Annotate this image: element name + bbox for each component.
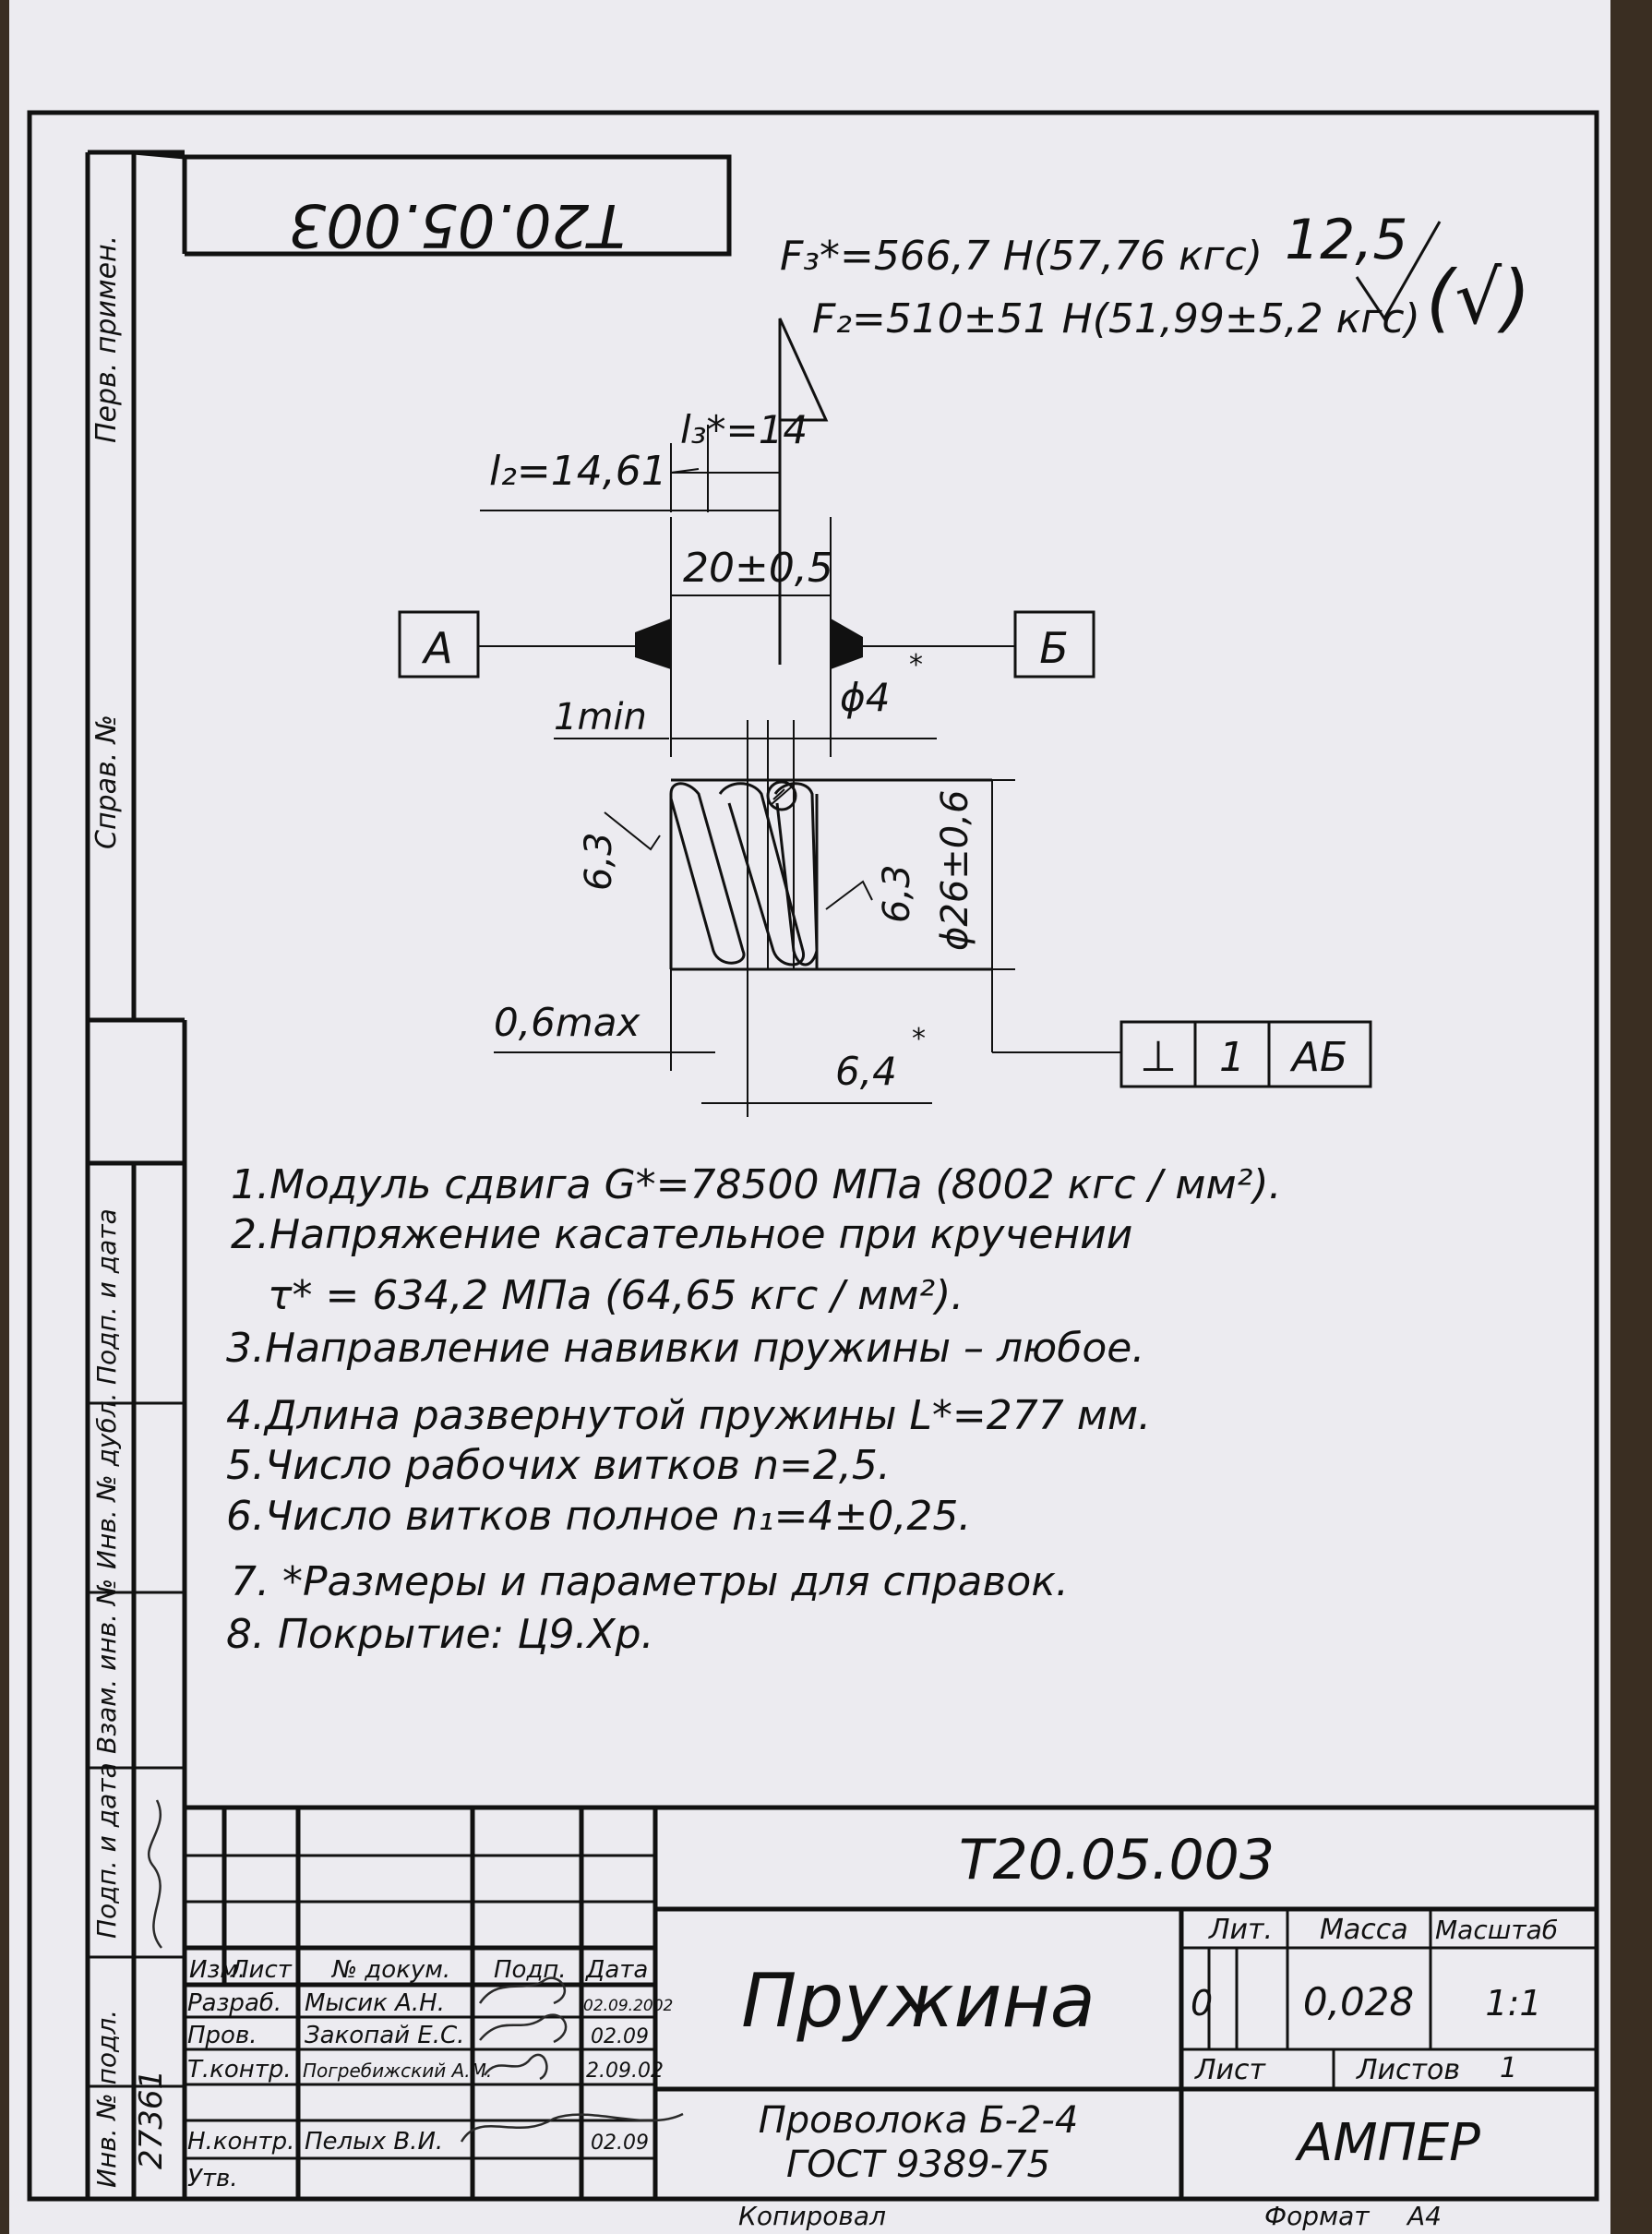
tb-part-name: Пружина (741, 1958, 1095, 2044)
roughness-general-mark: (√) (1426, 255, 1530, 341)
inv-handwritten-number: 27361 (133, 2070, 170, 2169)
tb-row-name-4: Пелых В.И. (305, 2128, 443, 2156)
tb-lit-value: 0 (1191, 1983, 1213, 2024)
rotated-designation-text: T20.05.003 (289, 190, 626, 258)
note-5: 5.Число рабочих витков n=2,5. (226, 1442, 891, 1489)
note-8: 8. Покрытие: Ц9.Хр. (226, 1611, 654, 1658)
force-f3: F₃*=566,7 Н(57,76 кгс) (780, 233, 1263, 280)
tb-sheet-label: Лист (1194, 2054, 1267, 2086)
datum-b-label: Б (1039, 623, 1069, 673)
tb-row-date-2: 2.09.02 (586, 2060, 664, 2083)
paper (9, 0, 1615, 2234)
tb-designation: T20.05.003 (959, 1828, 1275, 1892)
datum-b: Б (831, 610, 1095, 679)
side-label-podp-data-top: Подп. и дата (91, 1208, 122, 1385)
rotated-designation-box: T20.05.003 (185, 154, 732, 258)
roughness-right: 6,3 (876, 864, 918, 923)
tb-row-name-1: Закопай Е.С. (305, 2022, 464, 2049)
note-6: 6.Число витков полное n₁=4±0,25. (226, 1493, 971, 1540)
tb-row-name-0: Мысик А.Н. (305, 1989, 445, 2017)
signature-razrab (478, 1976, 567, 2005)
force-f2: F₂=510±51 Н(51,99±5,2 кгс) (812, 295, 1420, 342)
note-3: 3.Направление навивки пружины – любое. (226, 1325, 1144, 1372)
tb-sheets-label: Листов (1356, 2054, 1460, 2086)
dim-gap-max: 0,6max (494, 1000, 640, 1045)
dim-free-length: 20±0,5 (683, 545, 833, 592)
datum-a: А (398, 610, 671, 679)
note-1: 1.Модуль сдвига G*=78500 МПа (8002 кгс /… (231, 1161, 1281, 1208)
tb-company: АМПЕР (1295, 2113, 1480, 2173)
datum-a-label: А (421, 623, 452, 673)
tb-mass-value: 0,028 (1303, 1979, 1414, 2024)
tb-header-list: Лист (230, 1956, 293, 1984)
tolerance-symbol: ⊥ (1140, 1031, 1177, 1081)
roughness-mark: 12,5 (√) (1285, 208, 1530, 341)
tb-row-date-4: 02.09 (591, 2132, 649, 2155)
tb-header-izm: Изм. (189, 1956, 245, 1984)
tb-scale-value: 1:1 (1485, 1983, 1541, 2024)
tb-scale-label: Масштаб (1435, 1915, 1558, 1945)
note-2b: τ* = 634,2 МПа (64,65 кгс / мм²). (268, 1272, 964, 1319)
drawing-frame (27, 110, 1599, 2202)
signature-prov (479, 2013, 568, 2044)
dim-outer-dia: ϕ26±0,6 (934, 790, 976, 951)
dim-wire-dia: ϕ4 (840, 675, 890, 720)
side-label-sprav-no: Справ. № (90, 715, 123, 849)
technical-notes: 1.Модуль сдвига G*=78500 МПа (8002 кгс /… (226, 1161, 1281, 1658)
tb-row-role-4: Н.контр. (187, 2128, 294, 2156)
tb-format-label: Формат (1264, 2201, 1370, 2231)
signature-tkontr (483, 2053, 548, 2081)
dim-l3: l₃*=14 (680, 407, 808, 452)
roughness-left: 6,3 (578, 832, 620, 891)
dim-gap-min: 1min (554, 696, 647, 739)
tb-lit-label: Лит. (1208, 1914, 1273, 1946)
side-label-inv-dubl: Инв. № дубл. (91, 1392, 122, 1569)
dim-wire-dia-star: * (909, 649, 923, 681)
side-label-vzam-inv: Взам. инв. № (91, 1579, 122, 1754)
tb-row-role-5: Утв. (187, 2165, 238, 2192)
tb-sheets-value: 1 (1500, 2052, 1517, 2084)
tb-header-data: Дата (585, 1956, 648, 1984)
tb-row-role-1: Пров. (187, 2022, 257, 2049)
dim-pitch-star: * (912, 1023, 926, 1055)
tolerance-frame: ⊥ 1 АБ (991, 969, 1372, 1088)
dim-pitch: 6,4 (835, 1049, 897, 1094)
side-label-perv-primen: Перв. примен. (90, 235, 123, 443)
tb-material-line1: Проволока Б-2-4 (759, 2099, 1079, 2142)
dim-l2: l₂=14,61 (489, 448, 667, 495)
tb-header-doc-no: № докум. (330, 1956, 450, 1984)
side-signature (147, 1799, 162, 1949)
side-label-podp-data-bottom: Подп. и дата (91, 1762, 122, 1939)
title-block: Изм. Лист № докум. Подп. Дата Разраб. Мы… (185, 1805, 1597, 2231)
tolerance-value: 1 (1219, 1034, 1245, 1081)
note-4: 4.Длина развернутой пружины L*=277 мм. (226, 1392, 1151, 1439)
tb-format-value: А4 (1406, 2201, 1442, 2231)
side-label-inv-podl: Инв. № подл. (91, 2010, 122, 2188)
tb-row-role-0: Разраб. (187, 1989, 281, 2017)
note-2: 2.Напряжение касательное при кручении (231, 1211, 1132, 1258)
tb-row-date-0: 02.09.2002 (583, 1997, 673, 2015)
tb-mass-label: Масса (1320, 1914, 1408, 1946)
note-7: 7. *Размеры и параметры для справок. (231, 1558, 1069, 1605)
tb-row-date-1: 02.09 (591, 2025, 649, 2048)
side-strip: Перв. примен. Справ. № Подп. и дата Инв.… (85, 150, 187, 2197)
force-diagram (670, 318, 829, 665)
tb-row-role-2: Т.контр. (187, 2056, 292, 2084)
tb-row-name-2: Погребижский А.М. (303, 2060, 492, 2082)
signature-nkontr (460, 2112, 684, 2143)
roughness-value: 12,5 (1285, 208, 1408, 272)
tb-copied-label: Копировал (738, 2201, 886, 2231)
tb-material-line2: ГОСТ 9389-75 (786, 2144, 1050, 2186)
tolerance-datum: АБ (1289, 1034, 1347, 1081)
